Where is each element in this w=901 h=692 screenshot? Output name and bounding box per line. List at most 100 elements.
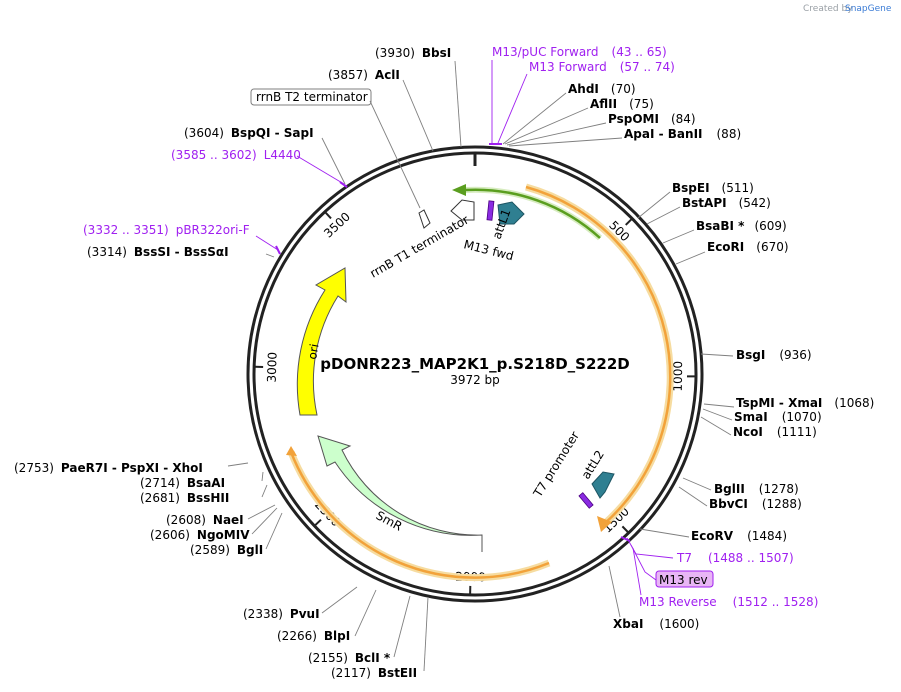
rrnb-t2-label: rrnB T2 terminator — [256, 90, 368, 104]
site-bsaai-name[interactable]: BsaAI — [187, 476, 225, 490]
tick-mark-3500 — [324, 211, 332, 220]
site-bbvci-pos: (1288) — [762, 497, 802, 511]
site-bglii-name[interactable]: BglII — [714, 482, 745, 496]
site-bsteii-name[interactable]: BstEII — [378, 666, 417, 680]
primer-pbr322-name[interactable]: pBR322ori-F — [176, 223, 250, 237]
svg-text:M13 Forward(57 .. 74): M13 Forward (57 .. 74) — [529, 60, 675, 74]
site-naei-name[interactable]: NaeI — [213, 513, 244, 527]
site-bspei-name[interactable]: BspEI — [672, 181, 710, 195]
site-tspmi-name[interactable]: TspMI - XmaI — [736, 396, 822, 410]
primer-m13puc-range: (43 .. 65) — [612, 45, 667, 59]
primer-l4440-name[interactable]: L4440 — [264, 148, 301, 162]
svg-text:(2681)BssHII: (2681)BssHII — [140, 491, 229, 505]
credit-brand[interactable]: SnapGene — [845, 4, 892, 14]
site-blpi-name[interactable]: BlpI — [324, 629, 350, 643]
site-bbvci-name[interactable]: BbvCI — [709, 497, 748, 511]
svg-text:T7(1488 .. 1507): T7 (1488 .. 1507) — [676, 551, 794, 565]
tick-mark-2500 — [314, 518, 322, 526]
site-bgli-pos: (2589) — [190, 543, 230, 557]
site-aflii-name[interactable]: AflII — [590, 97, 617, 111]
site-bsssi-name[interactable]: BssSI - BssSαI — [134, 245, 229, 259]
primer-t7-name[interactable]: T7 — [676, 551, 692, 565]
svg-text:AhdI(70): AhdI (70) — [568, 82, 636, 96]
site-acli-name[interactable]: AclI — [375, 68, 400, 82]
site-apai-name[interactable]: ApaI - BanII — [624, 127, 703, 141]
primer-t7-range: (1488 .. 1507) — [708, 551, 794, 565]
site-xbai-pos: (1600) — [659, 617, 699, 631]
site-pspomi-pos: (84) — [671, 112, 696, 126]
svg-text:AflII(75): AflII(75) — [590, 97, 654, 111]
svg-text:NcoI(1111): NcoI (1111) — [733, 425, 817, 439]
site-xbai-name[interactable]: XbaI — [613, 617, 643, 631]
svg-text:M13/pUC Forward(43 .. 65): M13/pUC Forward (43 .. 65) — [492, 45, 667, 59]
svg-text:ApaI - BanII(88): ApaI - BanII (88) — [624, 127, 741, 141]
primer-m13fwd-range: (57 .. 74) — [620, 60, 675, 74]
site-ahdi-name[interactable]: AhdI — [568, 82, 599, 96]
site-bsgi-name[interactable]: BsgI — [736, 348, 765, 362]
plasmid-name: pDONR223_MAP2K1_p.S218D_S222D — [320, 355, 629, 373]
ori-arrow[interactable] — [296, 267, 347, 416]
site-ahdi-pos: (70) — [611, 82, 636, 96]
site-bsgi-pos: (936) — [779, 348, 811, 362]
t7-promoter-feature[interactable] — [578, 492, 594, 509]
site-naei-pos: (2608) — [166, 513, 206, 527]
site-bstapi-pos: (542) — [739, 196, 771, 210]
site-bsabi-name[interactable]: BsaBI * — [696, 219, 745, 233]
tick-label-1000: 1000 — [671, 361, 685, 392]
rrnb-t2-box[interactable] — [250, 88, 372, 106]
attL2-arrow[interactable] — [591, 471, 615, 499]
attL1-arrow[interactable] — [497, 201, 525, 225]
svg-text:BspEI(511): BspEI(511) — [672, 181, 754, 195]
site-bspqi-name[interactable]: BspQI - SapI — [231, 126, 314, 140]
site-ecori-pos: (670) — [756, 240, 788, 254]
tick-label-3000: 3000 — [265, 352, 280, 383]
primer-m13reverse-range: (1512 .. 1528) — [733, 595, 819, 609]
site-ecorv-name[interactable]: EcoRV — [691, 529, 734, 543]
rrnb-t2-arrow[interactable] — [418, 209, 431, 229]
site-blpi-pos: (2266) — [277, 629, 317, 643]
svg-text:(2608)NaeI: (2608) NaeI — [166, 513, 244, 527]
backbone-orf-arc — [289, 451, 550, 579]
svg-text:(3332 .. 3351)pBR322ori-F: (3332 .. 3351)pBR322ori-F — [83, 223, 250, 237]
site-bcli-name[interactable]: BclI * — [355, 651, 391, 665]
site-ecori-name[interactable]: EcoRI — [707, 240, 744, 254]
smr-arrow[interactable] — [317, 435, 483, 552]
svg-text:(3314)BssSI - BssSαI: (3314)BssSI - BssSαI — [87, 245, 229, 259]
site-pvui-pos: (2338) — [243, 607, 283, 621]
site-smai-name[interactable]: SmaI — [734, 410, 768, 424]
site-ncoi-name[interactable]: NcoI — [733, 425, 763, 439]
rrnb-t1-label: rrnB T1 terminator — [368, 213, 472, 281]
site-ngomiv-name[interactable]: NgoMIV — [197, 528, 250, 542]
site-pspomi-name[interactable]: PspOMI — [608, 112, 659, 126]
primer-m13fwd-name[interactable]: M13 Forward — [529, 60, 607, 74]
sites-right: AhdI (70) AflII(75) PspOMI (84) ApaI - Ban… — [502, 82, 874, 631]
site-bbsi-name[interactable]: BbsI — [422, 46, 451, 60]
site-ncoi-pos: (1111) — [777, 425, 817, 439]
svg-text:(2589)BglI: (2589) BglI — [190, 543, 263, 557]
rrnb-t1-arrow[interactable] — [450, 199, 475, 221]
site-ngomiv-pos: (2606) — [150, 528, 190, 542]
site-bgli-name[interactable]: BglI — [237, 543, 263, 557]
site-pvui-name[interactable]: PvuI — [290, 607, 320, 621]
site-apai-pos: (88) — [717, 127, 742, 141]
svg-text:BstAPI(542): BstAPI (542) — [682, 196, 771, 210]
primer-m13reverse-name[interactable]: M13 Reverse — [639, 595, 717, 609]
m13-fwd-feature[interactable] — [486, 200, 495, 221]
svg-text:M13 Reverse(1512 .. 1528): M13 Reverse (1512 .. 1528) — [639, 595, 818, 609]
backbone-outer — [246, 145, 704, 603]
site-paer7i-name[interactable]: PaeR7I - PspXI - XhoI — [61, 461, 203, 475]
primer-m13puc-name[interactable]: M13/pUC Forward — [492, 45, 599, 59]
svg-text:(2606)NgoMIV: (2606) NgoMIV — [150, 528, 250, 542]
t7-promoter-label: T7 promoter — [530, 429, 582, 500]
svg-text:(3585 .. 3602)L4440: (3585 .. 3602) L4440 — [171, 148, 301, 162]
site-bsshii-name[interactable]: BssHII — [187, 491, 229, 505]
m13-fwd-label: M13 fwd — [462, 237, 515, 263]
svg-text:(3604)BspQI - SapI: (3604)BspQI - SapI — [184, 126, 314, 140]
primer-m13rev-name[interactable]: M13 rev — [659, 573, 708, 587]
m13-rev-box[interactable] — [655, 570, 714, 588]
site-bsabi-pos: (609) — [754, 219, 786, 233]
svg-text:EcoRI(670): EcoRI (670) — [707, 240, 789, 254]
site-bstapi-name[interactable]: BstAPI — [682, 196, 727, 210]
primer-l4440-range: (3585 .. 3602) — [171, 148, 257, 162]
